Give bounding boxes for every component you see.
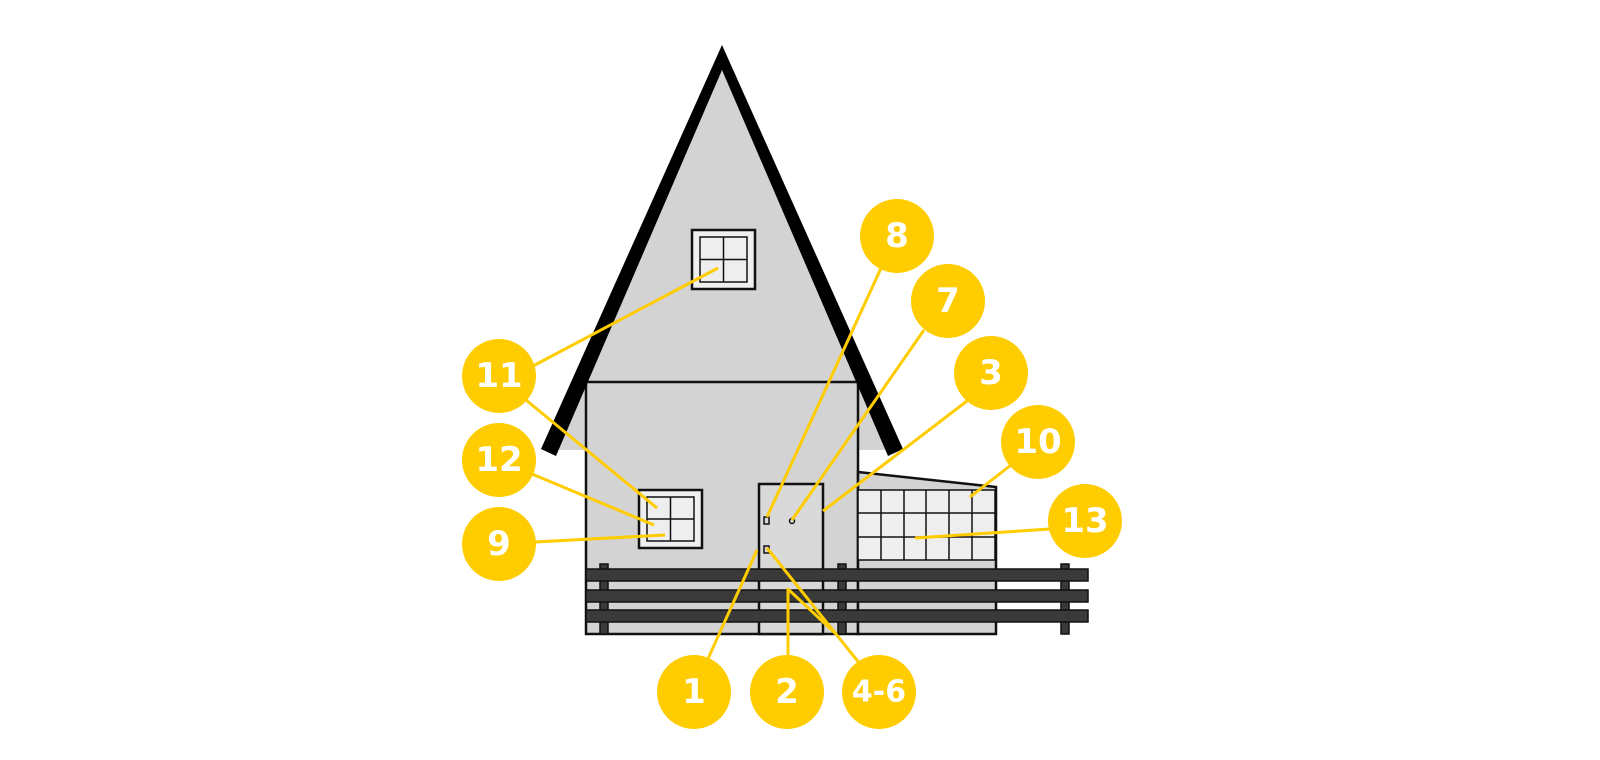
svg-text:11: 11 (475, 356, 522, 396)
roof-edge-right (722, 45, 903, 456)
callout-4-6: 4-6 (842, 655, 916, 729)
svg-text:8: 8 (885, 216, 909, 256)
svg-text:13: 13 (1061, 501, 1108, 541)
leader-12 (531, 472, 655, 527)
callout-7: 7 (911, 264, 985, 338)
glass-wall (857, 489, 996, 561)
leader-3 (822, 399, 968, 513)
callout-12: 12 (462, 423, 536, 497)
svg-text:10: 10 (1014, 422, 1061, 462)
leader-lines (525, 265, 1051, 665)
leader-10 (969, 463, 1012, 499)
callout-13: 13 (1048, 484, 1122, 558)
svg-text:7: 7 (936, 281, 960, 321)
callout-8: 8 (860, 199, 934, 273)
callout-2: 2 (750, 655, 824, 729)
leader-1 (705, 549, 759, 662)
svg-text:4-6: 4-6 (852, 675, 906, 710)
leader-13 (914, 527, 1051, 540)
fence (585, 563, 1089, 635)
svg-text:12: 12 (475, 440, 522, 480)
callout-11: 11 (462, 339, 536, 413)
leader-11-lower (525, 398, 658, 510)
upper-window (690, 228, 757, 291)
door-lock-upper (763, 516, 770, 525)
leader-4-6 (765, 547, 862, 665)
svg-text:1: 1 (682, 672, 706, 712)
callout-1: 1 (657, 655, 731, 729)
leader-9 (534, 533, 666, 544)
callout-10: 10 (1001, 405, 1075, 479)
callout-3: 3 (954, 336, 1028, 410)
leader-8 (765, 265, 884, 518)
lower-window (637, 488, 704, 550)
svg-text:2: 2 (775, 672, 799, 712)
leader-11-upper (532, 266, 719, 368)
svg-text:9: 9 (487, 524, 511, 564)
leader-4-6-door (787, 588, 838, 636)
roof-edge-left (541, 45, 722, 456)
svg-text:3: 3 (979, 353, 1003, 393)
leader-7 (790, 329, 926, 521)
callout-9: 9 (462, 507, 536, 581)
